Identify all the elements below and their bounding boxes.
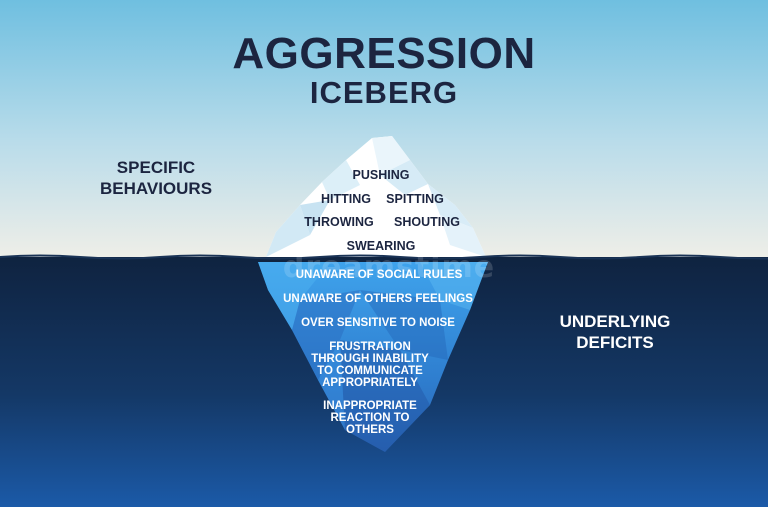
waterline <box>0 254 768 260</box>
deficit-item: FRUSTRATION THROUGH INABILITY TO COMMUNI… <box>311 341 429 389</box>
page-title: AGGRESSION <box>232 29 536 78</box>
page-subtitle: ICEBERG <box>309 75 459 110</box>
behaviour-item: SWEARING <box>346 239 416 253</box>
deficit-item: UNAWARE OF SOCIAL RULES <box>295 269 463 281</box>
behaviour-item: HITTING <box>321 192 371 206</box>
specific-behaviours-text: SPECIFIC BEHAVIOURS <box>99 158 213 198</box>
iceberg-underwater <box>258 262 488 452</box>
behaviour-item: SPITTING <box>386 192 444 206</box>
specific-behaviours-label: SPECIFIC BEHAVIOURS <box>76 157 236 199</box>
underlying-deficits-text: UNDERLYING DEFICITS <box>559 312 671 352</box>
behaviour-item: SHOUTING <box>394 215 460 229</box>
behaviour-item: THROWING <box>304 215 374 229</box>
deficit-item: INAPPROPRIATE REACTION TO OTHERS <box>323 400 417 436</box>
behaviour-item: PUSHING <box>352 168 410 182</box>
underlying-deficits-label: UNDERLYING DEFICITS <box>540 311 690 353</box>
deficit-item: OVER SENSITIVE TO NOISE <box>301 317 455 329</box>
watermark: dreamstime <box>282 250 496 285</box>
iceberg-tip <box>266 136 486 257</box>
deficit-item: UNAWARE OF OTHERS FEELINGS <box>283 293 473 305</box>
